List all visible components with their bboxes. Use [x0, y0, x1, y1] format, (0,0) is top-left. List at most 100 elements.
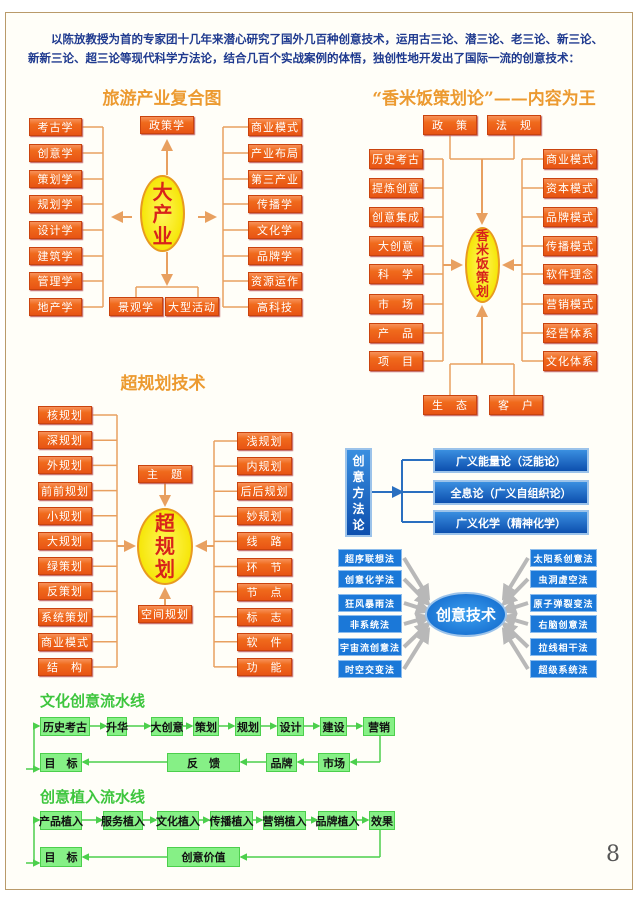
tourism-right-box: 第三产业 — [248, 170, 302, 188]
super-left-box: 外规划 — [38, 456, 92, 475]
tourism-right-box: 传播学 — [248, 195, 302, 213]
rice-top-box: 政 策 — [423, 115, 477, 135]
super-right-box: 浅规划 — [237, 432, 292, 450]
methodology-box: 创意方法论 — [345, 448, 372, 537]
creative-tech-ellipse: 创意技术 — [425, 592, 507, 637]
super-right-box: 标 志 — [237, 607, 292, 626]
tourism-right-box: 产业布局 — [248, 144, 302, 162]
methodology-item-box: 全息论（广义自组织论） — [433, 480, 589, 505]
tourism-right-box: 品牌学 — [248, 247, 302, 265]
super-center-ellipse: 超规划 — [137, 508, 193, 585]
rice-right-box: 营销模式 — [543, 294, 597, 314]
pipeline2-step: 传播植入 — [210, 811, 254, 830]
super-bottom-box: 空间规划 — [138, 605, 192, 623]
gray-arrow — [500, 599, 529, 615]
tourism-bottom-box: 景观学 — [109, 297, 163, 316]
method-left-box: 狂风暴雨法 — [338, 594, 402, 612]
super-planning-title: 超规划技术 — [120, 374, 206, 394]
super-right-box: 后后规划 — [237, 482, 292, 501]
super-right-box: 节 点 — [237, 582, 292, 601]
pipeline2-step: 效果 — [369, 811, 395, 830]
tourism-left-box: 考古学 — [29, 118, 82, 136]
method-right-box: 原子弹裂变法 — [530, 594, 597, 612]
tourism-left-box: 设计学 — [29, 221, 82, 239]
gray-arrow — [500, 612, 529, 629]
rice-right-box: 软件理念 — [543, 264, 597, 284]
rice-right-box: 经营体系 — [543, 323, 597, 343]
super-right-box: 妙规划 — [237, 507, 292, 526]
pipeline1-feedback-step: 反 馈 — [167, 753, 240, 772]
rice-right-box: 商业模式 — [543, 149, 597, 169]
rice-left-box: 大创意 — [369, 236, 423, 256]
method-right-box: 右脑创意法 — [530, 615, 597, 633]
super-left-box: 反策划 — [38, 582, 92, 601]
tourism-title: 旅游产业复合图 — [102, 89, 222, 109]
rice-center-ellipse: 香米饭策划 — [465, 227, 500, 303]
super-left-box: 核规划 — [38, 406, 92, 424]
pipeline1-feedback-step: 品牌 — [266, 753, 297, 772]
super-right-box: 软 件 — [237, 632, 292, 651]
pipeline2-step: 品牌植入 — [316, 811, 360, 830]
pipeline1-feedback-step: 目 标 — [40, 753, 82, 772]
pipeline1-feedback-step: 市场 — [318, 753, 350, 772]
rice-right-box: 品牌模式 — [543, 207, 597, 227]
method-left-box: 宇宙流创意法 — [338, 638, 402, 656]
super-right-box: 内规划 — [237, 457, 292, 476]
tourism-left-box: 建筑学 — [29, 247, 82, 265]
page-number: 8 — [606, 842, 620, 867]
super-left-box: 结 构 — [38, 658, 92, 676]
super-left-box: 深规划 — [38, 431, 92, 450]
tourism-right-box: 商业模式 — [248, 118, 302, 136]
gray-arrow — [402, 627, 431, 671]
rice-left-box: 提炼创意 — [369, 178, 423, 198]
super-right-box: 线 路 — [237, 532, 292, 551]
super-left-box: 前前规划 — [38, 481, 92, 500]
super-left-box: 大规划 — [38, 532, 92, 550]
super-right-box: 环 节 — [237, 557, 292, 576]
rice-title: “香米饭策划论”——内容为王 — [372, 89, 596, 109]
pipeline2-title: 创意植入流水线 — [40, 788, 146, 806]
tourism-right-box: 文化学 — [248, 221, 302, 239]
gray-arrow — [403, 612, 432, 629]
rice-right-box: 文化体系 — [543, 351, 597, 371]
method-left-box: 非系统法 — [338, 615, 402, 633]
pipeline1-step: 建设 — [320, 717, 347, 736]
rice-left-box: 市 场 — [369, 294, 423, 314]
tourism-top-box: 政策学 — [140, 116, 194, 134]
method-left-box: 超序联想法 — [338, 549, 402, 567]
rice-right-box: 传播模式 — [543, 236, 597, 256]
method-left-box: 时空交变法 — [338, 660, 402, 678]
pipeline1-title: 文化创意流水线 — [40, 692, 146, 710]
super-left-box: 绿策划 — [38, 557, 92, 576]
methodology-item-box: 广义能量论（泛能论） — [433, 448, 589, 473]
method-right-box: 虫洞虚空法 — [530, 570, 597, 588]
tourism-left-box: 创意学 — [29, 144, 82, 162]
tourism-left-box: 策划学 — [29, 170, 82, 188]
pipeline1-step: 大创意 — [151, 717, 184, 736]
rice-bottom-box: 生 态 — [423, 395, 477, 415]
super-left-box: 小规划 — [38, 506, 92, 525]
tourism-left-box: 管理学 — [29, 272, 82, 290]
pipeline1-step: 策划 — [193, 717, 219, 736]
method-left-box: 创意化学法 — [338, 570, 402, 588]
rice-left-box: 创意集成 — [369, 207, 423, 227]
super-left-box: 系统策划 — [38, 607, 92, 626]
pipeline1-step: 规划 — [235, 717, 261, 736]
super-right-box: 功 能 — [237, 657, 292, 676]
methodology-item-box: 广义化学（精神化学） — [433, 510, 589, 535]
intro-paragraph: 以陈放教授为首的专家团十几年来潜心研究了国外几百种创意技术，运用古三论、潜三论、… — [28, 32, 603, 65]
pipeline1-step: 设计 — [277, 717, 304, 736]
method-right-box: 拉线相干法 — [530, 638, 597, 656]
gray-arrow — [403, 599, 432, 615]
rice-left-box: 科 学 — [369, 264, 423, 284]
tourism-left-box: 规划学 — [29, 195, 82, 213]
rice-bottom-box: 客 户 — [489, 395, 543, 415]
pipeline2-step: 服务植入 — [101, 811, 145, 830]
tourism-right-box: 资源运作 — [248, 272, 302, 290]
pipeline2-step: 产品植入 — [39, 811, 83, 830]
pipeline2-step: 营销植入 — [263, 811, 307, 830]
method-right-box: 太阳系创意法 — [530, 549, 597, 567]
gray-arrow — [501, 627, 530, 671]
